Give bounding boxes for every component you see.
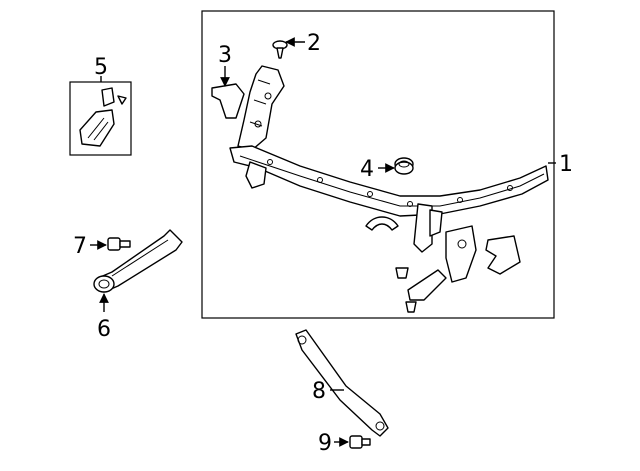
lower-brace-part[interactable] (295, 329, 389, 437)
air-deflector-part[interactable] (79, 87, 127, 147)
bolt-part-9[interactable] (349, 435, 371, 449)
callout-1: 1 (559, 152, 573, 177)
callout-5: 5 (94, 55, 108, 80)
callout-8: 8 (312, 379, 326, 404)
bolt-part-7[interactable] (107, 237, 131, 251)
assembly-frame (201, 10, 555, 319)
callout-3: 3 (218, 43, 232, 68)
callout-7: 7 (73, 234, 87, 259)
bracket-part[interactable] (211, 83, 245, 119)
callout-6: 6 (97, 317, 111, 342)
callout-4: 4 (360, 157, 374, 182)
grommet-part[interactable] (394, 157, 414, 175)
screw-part[interactable] (272, 40, 288, 59)
callout-9: 9 (318, 431, 332, 456)
callout-2: 2 (307, 31, 321, 56)
lower-tie-bar-part[interactable] (93, 229, 183, 293)
radiator-support-part[interactable] (229, 65, 549, 313)
